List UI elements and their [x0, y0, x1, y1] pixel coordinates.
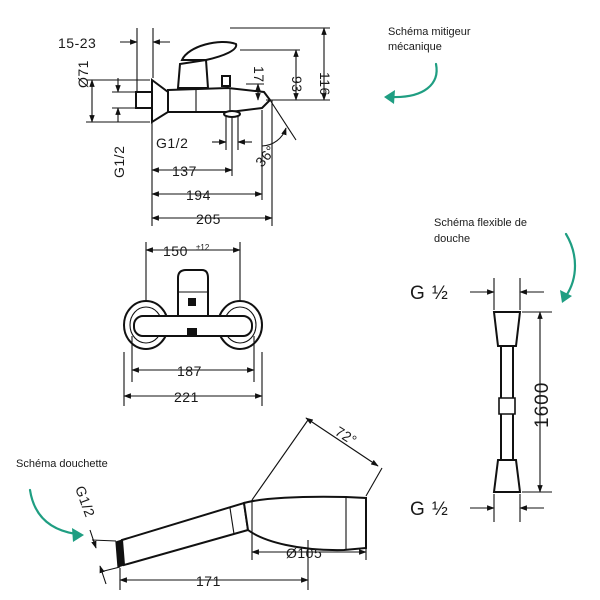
- dim-17: 17: [251, 66, 267, 83]
- hose-thread-top: G ½: [410, 283, 449, 304]
- dim-205: 205: [196, 211, 221, 227]
- dim-g12-horizontal: G1/2: [156, 135, 188, 151]
- dim-150-tolerance: ±12: [196, 243, 210, 252]
- dim-36deg: 36°: [252, 142, 279, 170]
- teal-arrow-mixer: [384, 62, 438, 104]
- hose-dimensions: G ½ G ½ 1600: [410, 278, 553, 522]
- caption-mixer: Schéma mitigeur mécanique: [388, 26, 471, 53]
- caption-mixer-line2: mécanique: [388, 41, 442, 53]
- dim-187: 187: [177, 363, 202, 379]
- teal-arrow-handshower: [28, 488, 84, 542]
- dim-93: 93: [289, 76, 305, 93]
- caption-hose-line2: douche: [434, 233, 470, 245]
- caption-handshower: Schéma douchette: [16, 458, 108, 470]
- caption-hose: Schéma flexible de douche: [434, 217, 527, 245]
- dim-194: 194: [186, 187, 211, 203]
- hose-thread-bottom: G ½: [410, 499, 449, 520]
- mixer-front-dimensions: 150 ±12 187 221: [123, 242, 263, 406]
- hose-length: 1600: [532, 382, 553, 428]
- shower-hose: [492, 311, 522, 493]
- dim-phi105: Ø105: [286, 545, 322, 561]
- dim-phi71: Ø71: [75, 60, 91, 88]
- dim-116: 116: [317, 72, 333, 96]
- hand-shower: [115, 495, 367, 568]
- teal-arrow-hose: [560, 232, 576, 303]
- dim-handshower-g12: G1/2: [72, 484, 98, 520]
- dim-171: 171: [196, 573, 221, 589]
- dim-221: 221: [174, 389, 199, 405]
- caption-hose-line1: Schéma flexible de: [434, 217, 527, 229]
- dim-72deg: 72°: [332, 423, 360, 449]
- caption-mixer-line1: Schéma mitigeur: [388, 26, 471, 38]
- mixer-front-view: [123, 269, 263, 350]
- dim-150: 150: [163, 243, 188, 259]
- dim-15-23: 15-23: [58, 35, 96, 51]
- mixer-side-view: [135, 40, 272, 124]
- dim-137: 137: [172, 163, 197, 179]
- dim-g12-vertical: G1/2: [111, 146, 127, 178]
